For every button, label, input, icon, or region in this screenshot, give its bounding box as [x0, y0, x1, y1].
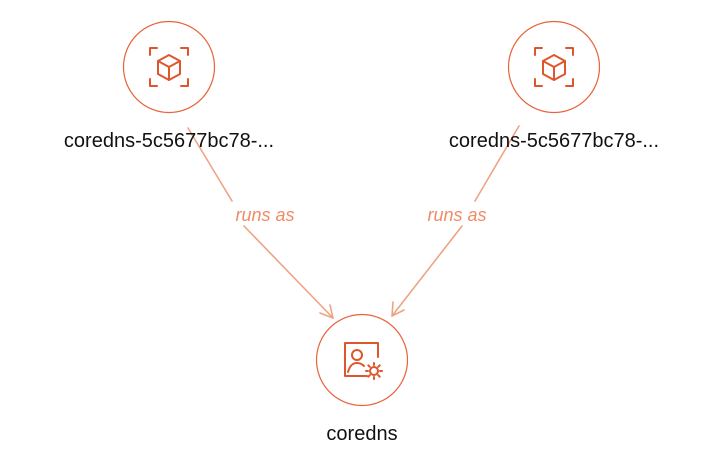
edge-line-upper [474, 125, 520, 202]
edge-line-lower [243, 225, 334, 319]
node-pod-1[interactable]: coredns-5c5677bc78-... [64, 20, 274, 153]
node-label: coredns-5c5677bc78-... [64, 130, 274, 152]
edge-pod2-to-serviceaccount[interactable]: runs as [391, 125, 520, 317]
arrowhead-icon [391, 301, 405, 317]
node-label: coredns [326, 423, 397, 445]
edge-label: runs as [235, 205, 294, 225]
edge-pod1-to-serviceaccount[interactable]: runs as [187, 127, 334, 319]
node-circle[interactable] [315, 313, 409, 407]
arrowhead-icon [319, 304, 334, 319]
edge-line-lower [391, 225, 463, 317]
cube-icon [534, 47, 574, 87]
node-service-account[interactable]: coredns [315, 313, 409, 446]
node-pod-2[interactable]: coredns-5c5677bc78-... [449, 20, 659, 153]
node-label: coredns-5c5677bc78-... [449, 130, 659, 152]
edge-label: runs as [427, 205, 486, 225]
cube-icon [149, 47, 189, 87]
service-account-icon [344, 342, 383, 380]
edge-line-upper [187, 127, 233, 202]
